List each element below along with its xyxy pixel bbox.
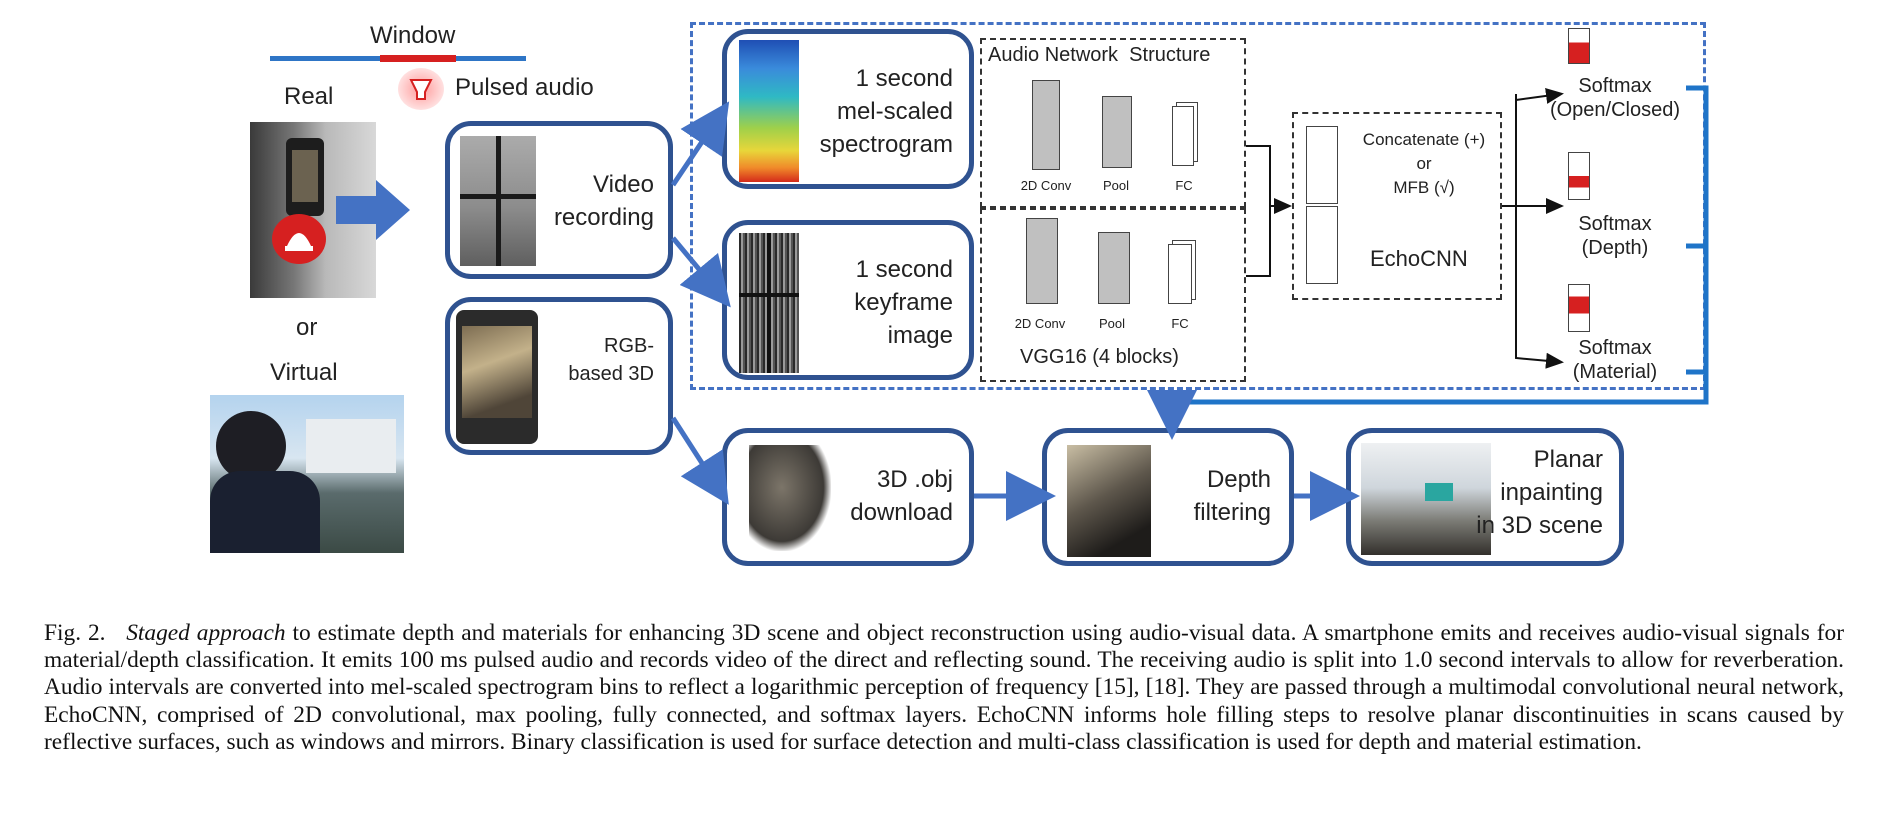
caption-prefix: Fig. 2. [44,620,106,646]
audio-fc-block [1172,106,1194,166]
arrow-rgb-obj [670,416,729,505]
softmax-icon-open [1568,28,1590,64]
video-recording-label: Video recording [553,171,654,231]
spectrogram-thumbnail [739,40,799,182]
real-photo [250,122,376,298]
echocnn-box [1292,112,1502,300]
vgg-fc-block [1168,244,1192,304]
spectrogram-box: 1 second mel-scaled spectrogram [722,29,974,189]
arrow-to-open [1515,87,1564,104]
obj-download-label: 3D .obj download [850,466,953,526]
softmax-material-label: Softmax (Material) [1572,337,1658,383]
fusion-block-bottom [1306,206,1338,284]
vgg-pool-label: Pool [1098,316,1126,331]
vgg-pool-block [1098,232,1130,304]
fusion-block-top [1306,126,1338,204]
figure-caption: Fig. 2. Staged approach to estimate dept… [44,620,1844,756]
rgb-3d-box: RGB- based 3D [445,297,673,455]
keyframe-box: 1 second keyframe image [722,220,974,380]
depth-filtering-label: Depth filtering [1193,466,1271,526]
spectrogram-label: 1 second mel-scaled spectrogram [819,65,953,158]
echocnn-label: EchoCNN [1370,246,1468,271]
bracket-audio [1246,145,1292,214]
video-thumbnail [460,136,536,266]
audio-network-title: Audio Network Structure [988,44,1211,66]
vgg-conv-block [1026,218,1058,304]
arrow-video-keyframe [671,236,731,308]
bracket-vgg [1246,206,1271,277]
audio-pool-label: Pool [1102,178,1130,193]
obj-thumbnail [749,445,831,551]
arrow-to-material [1515,206,1564,369]
real-label: Real [284,83,334,110]
keyframe-thumbnail [739,233,799,373]
pulsed-audio-icon [398,68,444,110]
vgg-title: VGG16 (4 blocks) [1020,346,1179,368]
vgg-box [980,208,1246,382]
depth-thumbnail [1067,445,1151,557]
obj-download-box: 3D .obj download [722,428,974,566]
softmax-depth-label: Softmax (Depth) [1578,213,1652,259]
softmax-open-closed-label: Softmax (Open/Closed) [1549,75,1681,121]
softmax-collector [1147,85,1709,440]
window-bar-highlight [380,55,456,62]
vgg-conv-label: 2D Conv [1014,316,1066,331]
audio-conv-label: 2D Conv [1020,178,1072,193]
softmax-icon-depth [1568,152,1590,200]
vgg-fc-label: FC [1171,316,1189,331]
caption-text: to estimate depth and materials for enha… [44,620,1844,755]
inpainting-label: Planar inpainting in 3D scene [1476,446,1603,539]
caption-emphasis: Staged approach [126,620,286,646]
fusion-label: Concatenate (+) or MFB (√) [1362,130,1486,197]
or-label: or [296,314,318,341]
virtual-photo [210,395,404,553]
softmax-icon-material [1568,284,1590,332]
tablet-thumbnail [456,310,538,444]
pulsed-audio-label: Pulsed audio [455,74,594,101]
arrow-video-spectrogram [670,101,730,187]
audio-network-box [980,38,1246,208]
audio-pool-block [1102,96,1132,168]
inpainting-box: Planar inpainting in 3D scene [1346,428,1624,566]
fusion-split [1502,94,1517,207]
alarm-icon [272,214,326,264]
video-recording-box: Video recording [445,121,673,279]
connectors [670,85,1709,521]
depth-filtering-box: Depth filtering [1042,428,1294,566]
rgb-3d-label: RGB- based 3D [568,335,654,385]
audio-fc-label: FC [1175,178,1193,193]
inpainting-thumbnail [1361,443,1491,555]
window-label: Window [370,22,456,49]
keyframe-label: 1 second keyframe image [854,256,953,349]
input-arrow [336,180,410,240]
audio-conv-block [1032,80,1060,170]
virtual-label: Virtual [270,359,338,386]
